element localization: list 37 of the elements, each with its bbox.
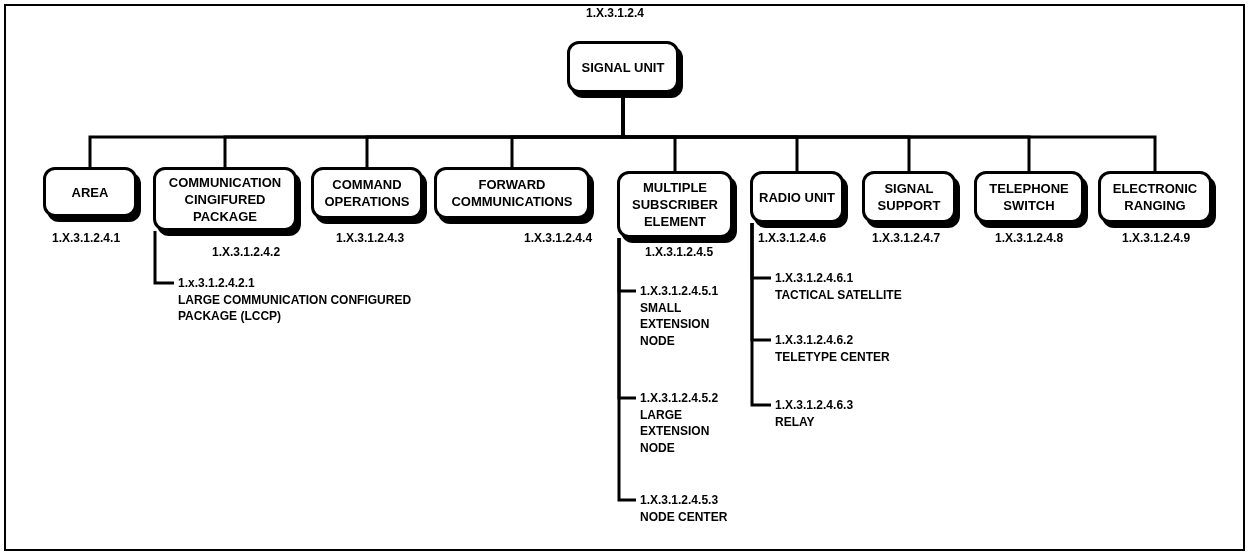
- item-number: 1.X.3.1.2.4.5.2: [640, 390, 720, 407]
- item-number: 1.X.3.1.2.4.6.2: [775, 332, 855, 349]
- item-name: RELAY: [775, 413, 816, 430]
- unit-name: MULTIPLE SUBSCRIBER ELEMENT: [631, 179, 719, 230]
- unit-name: ELECTRONIC RANGING: [1111, 180, 1199, 214]
- unit-name: COMMAND OPERATIONS: [323, 176, 411, 210]
- item-name: SMALL EXTENSION NODE: [640, 299, 711, 349]
- unit-number: 1.X.3.1.2.4.2: [212, 245, 281, 259]
- connector-line: [750, 223, 771, 407]
- unit-number: 1.X.3.1.2.4.7: [872, 231, 941, 245]
- unit-number: 1.X.3.1.2.4.5: [645, 245, 714, 259]
- item-name: NODE CENTER: [640, 508, 729, 525]
- unit-name: AREA: [71, 183, 109, 201]
- unit-number: 1.X.3.1.2.4.8: [995, 231, 1064, 245]
- item-name: TACTICAL SATELLITE: [775, 286, 903, 303]
- unit-number: 1.X.3.1.2.4.3: [336, 231, 405, 245]
- item-number: 1.X.3.1.2.4.5.1: [640, 283, 720, 300]
- unit-name: SIGNAL SUPPORT: [876, 180, 942, 214]
- item-number: 1.X.3.1.2.4.6.1: [775, 270, 855, 287]
- unit-number: 1.X.3.1.2.4.4: [524, 231, 593, 245]
- unit-name: COMMUNICATION CINGIFURED PACKAGE: [167, 173, 283, 225]
- item-number: 1.X.3.1.2.4.5.3: [640, 492, 720, 509]
- unit-name: RADIO UNIT: [759, 188, 835, 206]
- unit-number: 1.X.3.1.2.4.6: [758, 231, 827, 245]
- connector-line: [153, 231, 174, 285]
- unit-number: 1.X.3.1.2.4.9: [1122, 231, 1191, 245]
- item-name: LARGE EXTENSION NODE: [640, 406, 711, 456]
- item-name: LARGE COMMUNICATION CONFIGURED PACKAGE (LCCP): [178, 291, 413, 325]
- unit-name: SIGNAL UNIT: [581, 58, 665, 76]
- item-name: TELETYPE CENTER: [775, 348, 891, 365]
- unit-name: FORWARD COMMUNICATIONS: [450, 176, 574, 210]
- unit-number: 1.X.3.1.2.4.1: [52, 231, 121, 245]
- unit-number: 1.X.3.1.2.4: [586, 6, 645, 20]
- item-number: 1.x.3.1.2.4.2.1: [178, 275, 256, 292]
- item-number: 1.X.3.1.2.4.6.3: [775, 397, 855, 414]
- unit-name: TELEPHONE SWITCH: [988, 180, 1070, 214]
- connector-line: [617, 238, 636, 502]
